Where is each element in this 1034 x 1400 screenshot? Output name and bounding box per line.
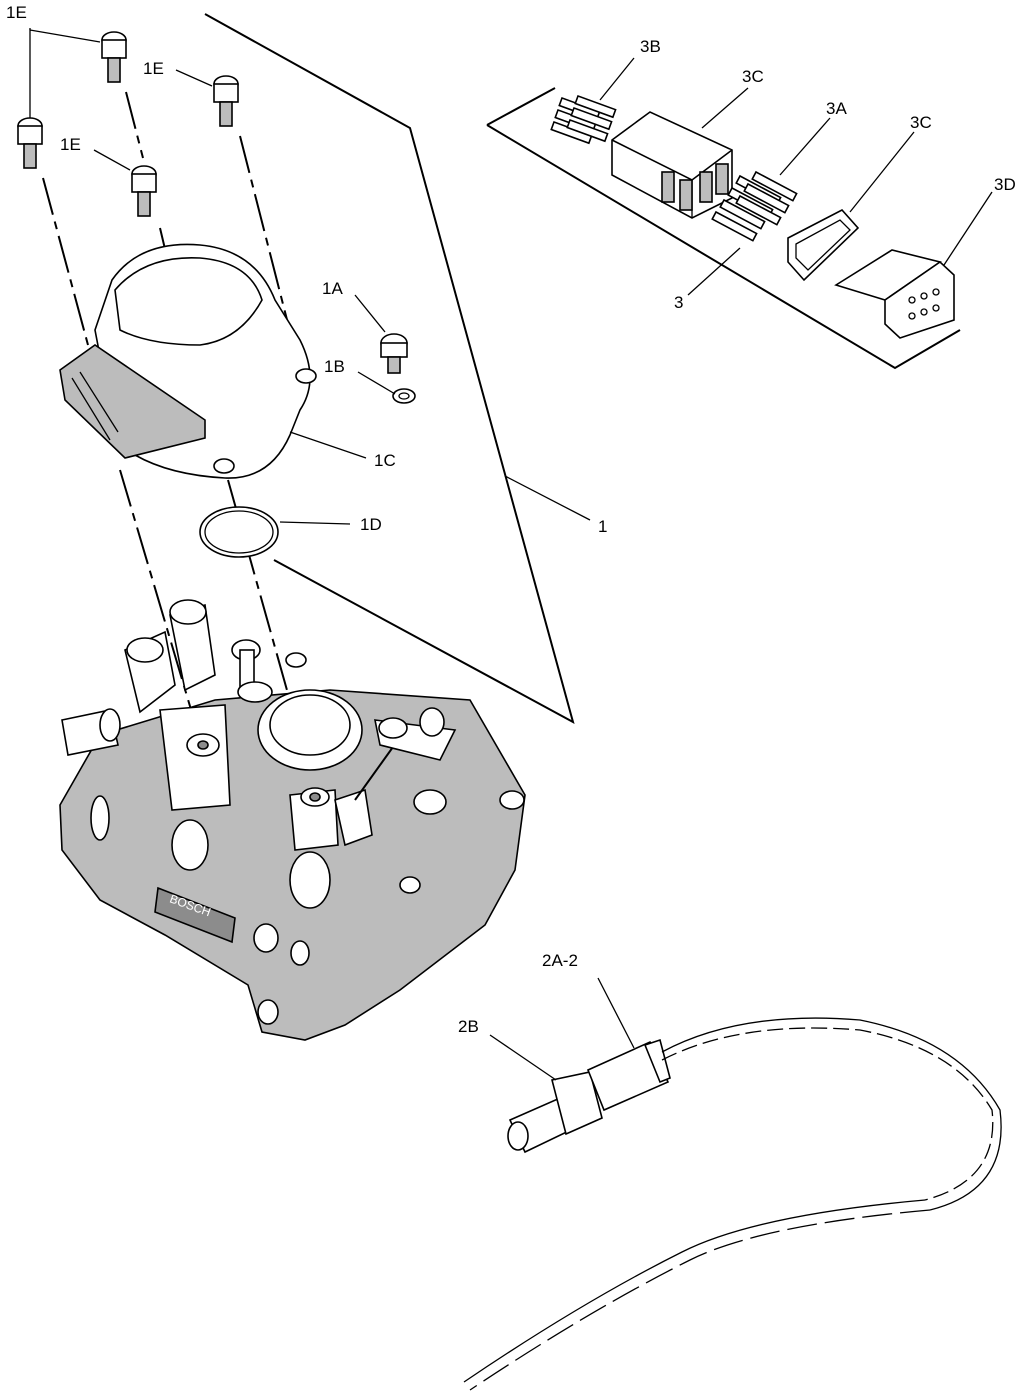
terminals-3b bbox=[550, 94, 617, 145]
callout-3d: 3D bbox=[994, 175, 1016, 194]
callout-3: 3 bbox=[674, 293, 683, 312]
connector-housing-3c bbox=[611, 111, 733, 219]
callout-2b: 2B bbox=[458, 1017, 479, 1036]
callout-1c: 1C bbox=[374, 451, 396, 470]
screw-1e-top bbox=[101, 31, 127, 83]
injection-pump: BOSCH bbox=[59, 599, 526, 1041]
screw-1e-right bbox=[213, 75, 239, 127]
kit-3-panel-outline bbox=[486, 87, 961, 370]
speed-sensor-2a-2 bbox=[463, 1017, 1002, 1391]
leader-lines bbox=[29, 28, 993, 1081]
seal-3c bbox=[787, 209, 860, 282]
callout-1b: 1B bbox=[324, 357, 345, 376]
terminals-3a bbox=[711, 170, 798, 242]
callout-3a: 3A bbox=[826, 99, 847, 118]
callout-3b: 3B bbox=[640, 37, 661, 56]
callout-1a: 1A bbox=[322, 279, 343, 298]
kit-1-panel-outline bbox=[204, 13, 575, 724]
callout-labels: 1E 1E 1E 1A 1B 1C 1D 1 3B 3C 3A 3C 3D 3 … bbox=[6, 3, 1016, 1036]
callout-1: 1 bbox=[598, 517, 607, 536]
screw-1e-middle bbox=[131, 165, 157, 217]
callout-1e-right: 1E bbox=[143, 59, 164, 78]
screw-1e-top-left bbox=[17, 117, 43, 169]
callout-1d: 1D bbox=[360, 515, 382, 534]
bolt-1a bbox=[380, 333, 408, 374]
callout-3c-seal: 3C bbox=[910, 113, 932, 132]
callout-3c-housing: 3C bbox=[742, 67, 764, 86]
callout-1e-top-left: 1E bbox=[6, 3, 27, 22]
o-ring-1d bbox=[199, 506, 279, 558]
washer-1b bbox=[392, 388, 416, 404]
governor-housing-1c bbox=[59, 243, 317, 479]
callout-1e-middle: 1E bbox=[60, 135, 81, 154]
wedge-lock-3d bbox=[834, 249, 955, 339]
callout-2a-2: 2A-2 bbox=[542, 951, 578, 970]
